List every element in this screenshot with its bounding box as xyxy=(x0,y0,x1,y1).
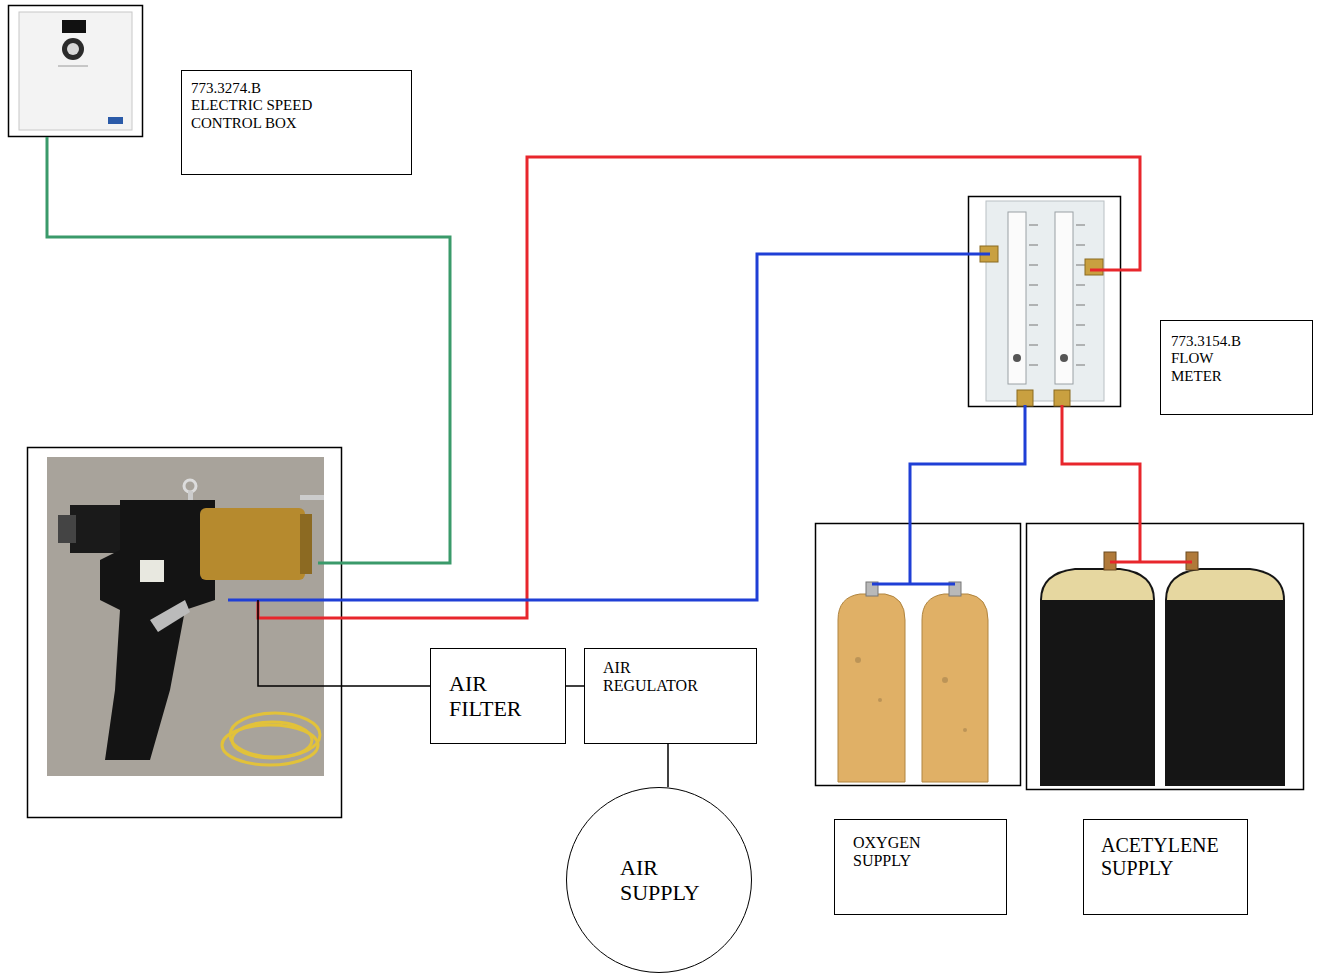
part-label-box: 773.3154.BFLOW METER xyxy=(1160,320,1313,415)
text-stack: 773.3154.BFLOW METER xyxy=(1171,333,1253,385)
text-stack: AIR FILTER xyxy=(449,671,541,722)
acetylene-manifold xyxy=(1110,561,1192,564)
connector-line xyxy=(668,744,669,787)
node-text: 773.3274.B xyxy=(191,80,331,97)
spray-gun-picture xyxy=(28,448,342,818)
node-text: ELECTRIC SPEED CONTROL BOX xyxy=(191,97,331,132)
oxygen-hose xyxy=(228,254,990,600)
node-text: OXYGEN SUPPLY xyxy=(853,834,935,871)
text-stack: AIR REGULATOR xyxy=(603,659,715,696)
oxygen-cylinders xyxy=(816,524,1021,786)
text-stack: ACETYLENE SUPPLY xyxy=(1101,834,1219,880)
flow-meter-picture xyxy=(969,197,1121,407)
oxygen-hose xyxy=(910,405,1025,584)
connector-stroke xyxy=(667,744,669,787)
hoses xyxy=(47,137,1192,618)
text-stack: 773.3274.BELECTRIC SPEED CONTROL BOX xyxy=(191,80,331,132)
supply-label-box: ACETYLENE SUPPLY xyxy=(1083,819,1248,915)
node-text: 773.3154.B xyxy=(1171,333,1253,350)
text-stack: OXYGEN SUPPLY xyxy=(853,834,935,871)
node-text: AIR SUPPLY xyxy=(620,855,720,906)
process-box: AIR REGULATOR xyxy=(584,648,757,744)
air-line xyxy=(258,600,430,686)
node-text: ACETYLENE SUPPLY xyxy=(1101,834,1219,880)
oxygen-manifold xyxy=(872,583,955,586)
acetylene-hose xyxy=(258,157,1140,618)
speed-control-picture xyxy=(9,6,143,137)
acetylene-cylinders xyxy=(1027,524,1304,790)
connector-stroke xyxy=(566,685,584,687)
part-label-box: 773.3274.BELECTRIC SPEED CONTROL BOX xyxy=(181,70,412,175)
node-text: AIR REGULATOR xyxy=(603,659,715,696)
supply-circle: AIR SUPPLY xyxy=(566,787,752,973)
connector-line xyxy=(566,686,584,687)
speed-control-cable xyxy=(47,137,450,563)
process-box: AIR FILTER xyxy=(430,648,566,744)
supply-label-box: OXYGEN SUPPLY xyxy=(834,819,1007,915)
acetylene-hose xyxy=(1062,405,1140,562)
node-text: AIR FILTER xyxy=(449,671,541,722)
text-stack: AIR SUPPLY xyxy=(620,855,720,906)
node-text: FLOW METER xyxy=(1171,350,1253,385)
